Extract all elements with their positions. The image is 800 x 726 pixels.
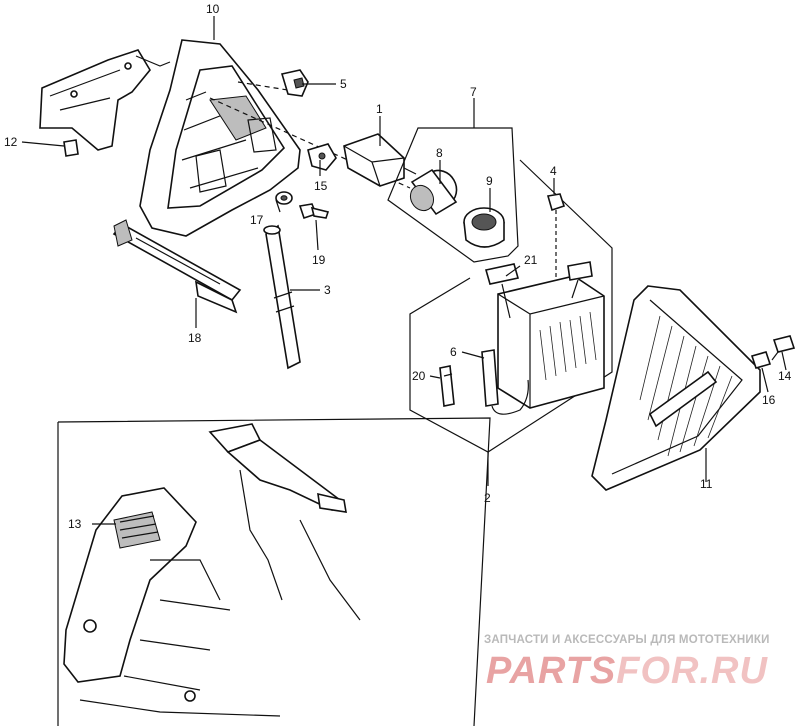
label-6: 6 xyxy=(450,345,457,359)
watermark-logo: PARTSFOR.RU xyxy=(486,650,776,693)
label-9: 9 xyxy=(486,174,493,188)
part-14-screw xyxy=(771,335,796,361)
label-16: 16 xyxy=(762,393,776,407)
watermark-logo-part2: FOR.RU xyxy=(616,650,768,692)
part-6-breather-tube xyxy=(481,349,529,415)
label-3: 3 xyxy=(324,283,331,297)
label-12: 12 xyxy=(4,135,18,149)
part-9-rubber-mount xyxy=(463,207,505,248)
label-21: 21 xyxy=(524,253,538,267)
label-14: 14 xyxy=(778,369,792,383)
label-20: 20 xyxy=(412,369,426,383)
label-2: 2 xyxy=(484,491,491,505)
part-16-grommet xyxy=(750,351,772,369)
label-15: 15 xyxy=(314,179,328,193)
part-11-side-cover xyxy=(591,285,761,491)
label-10: 10 xyxy=(206,2,220,16)
watermark-tagline: ЗАПЧАСТИ И АКСЕССУАРЫ ДЛЯ МОТОТЕХНИКИ xyxy=(484,634,770,646)
part-18-battery-strap xyxy=(112,219,242,314)
part-15-bracket xyxy=(307,143,337,171)
leader-lines xyxy=(21,16,787,525)
label-8: 8 xyxy=(436,146,443,160)
part-7-group-outline xyxy=(387,127,519,263)
label-7: 7 xyxy=(470,85,477,99)
part-12-cap xyxy=(63,139,79,157)
part-17-washer xyxy=(275,191,293,205)
label-5: 5 xyxy=(340,77,347,91)
inset-panel xyxy=(57,417,491,726)
part-5-clip xyxy=(280,69,309,97)
part-labels: 10 5 1 7 8 9 4 15 17 19 3 18 12 21 6 20 … xyxy=(4,2,792,531)
part-4-terminal-bolt xyxy=(546,193,566,300)
label-19: 19 xyxy=(312,253,326,267)
part-3-tube xyxy=(263,224,301,370)
label-1: 1 xyxy=(376,102,383,116)
label-11: 11 xyxy=(700,477,713,491)
watermark-logo-part1: PARTS xyxy=(486,650,617,692)
label-13: 13 xyxy=(68,517,82,531)
label-18: 18 xyxy=(188,331,202,345)
part-8-capacitor xyxy=(409,168,458,216)
frame-bracket xyxy=(39,49,171,151)
label-4: 4 xyxy=(550,164,557,178)
part-20-fuse xyxy=(439,365,455,407)
part-1-regulator xyxy=(343,133,417,187)
label-17: 17 xyxy=(250,213,264,227)
frame-side-cover xyxy=(139,39,301,237)
part-19-bolt xyxy=(298,203,330,220)
battery xyxy=(484,261,605,409)
